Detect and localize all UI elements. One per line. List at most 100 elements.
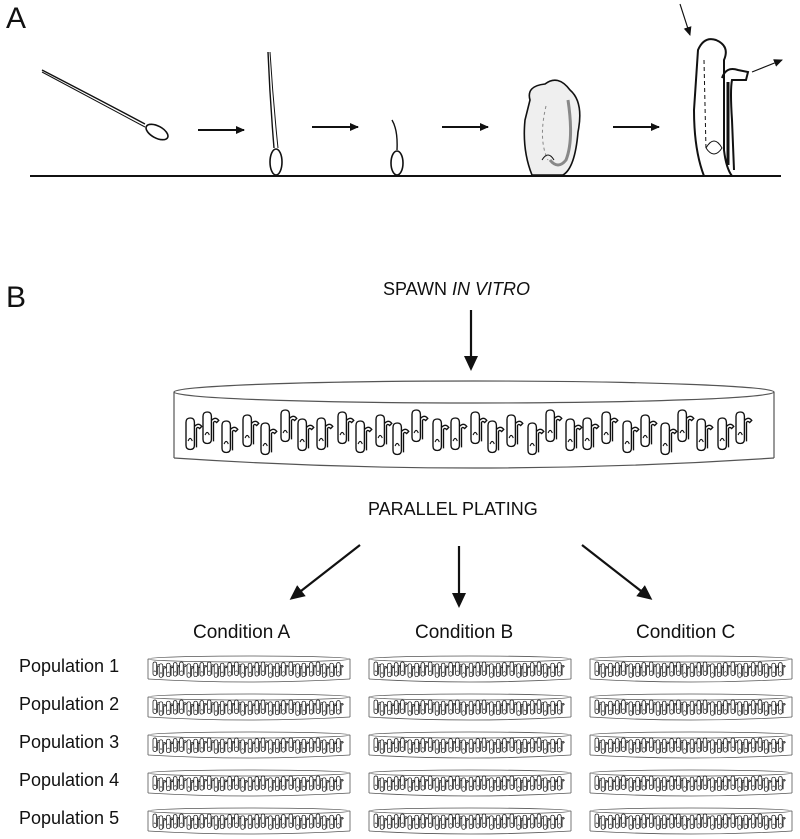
small-dish-r5-c2 <box>368 807 572 835</box>
outflow-arrow <box>751 59 783 73</box>
stage-2-settled-larva <box>267 51 283 176</box>
small-dish-r3-c3 <box>589 731 793 759</box>
juvenile-glyph <box>751 700 759 715</box>
juvenile-glyph <box>260 422 278 456</box>
juvenile-glyph <box>234 813 242 828</box>
juvenile-glyph <box>649 661 657 676</box>
juvenile-glyph <box>522 700 531 716</box>
juvenile-glyph <box>635 662 644 678</box>
juvenile-glyph <box>730 813 739 828</box>
juvenile-glyph <box>414 662 423 678</box>
condition-b-header: Condition B <box>415 622 514 643</box>
juvenile-glyph <box>268 663 276 678</box>
juvenile-glyph <box>158 739 167 754</box>
juvenile-glyph <box>288 775 297 790</box>
juvenile-glyph <box>387 700 395 716</box>
stage-1-swimming-larva <box>41 69 169 141</box>
juvenile-glyph <box>771 700 780 716</box>
juvenile-glyph <box>696 418 714 452</box>
juvenile-glyph <box>621 661 629 676</box>
population-2-label: Population 2 <box>19 694 120 714</box>
juvenile-glyph <box>414 738 423 754</box>
intake-arrow <box>679 3 692 36</box>
juvenile-glyph <box>516 739 525 754</box>
juvenile-glyph <box>455 661 463 676</box>
juvenile-glyph <box>322 739 330 754</box>
juvenile-glyph <box>281 814 289 829</box>
juvenile-glyph <box>641 776 650 791</box>
juvenile-glyph <box>527 422 545 456</box>
juvenile-glyph <box>275 662 283 678</box>
juvenile-glyph <box>247 776 256 792</box>
juvenile-glyph <box>682 815 691 830</box>
juvenile-glyph <box>757 813 766 828</box>
juvenile-glyph <box>669 814 678 829</box>
juvenile-glyph <box>608 776 616 792</box>
juvenile-glyph <box>448 776 457 791</box>
juvenile-glyph <box>660 422 678 456</box>
small-dish-r4-c3 <box>589 769 793 797</box>
juvenile-glyph <box>689 738 698 754</box>
juvenile-glyph <box>309 662 317 677</box>
juvenile-glyph <box>649 737 657 752</box>
juvenile-glyph <box>373 775 382 790</box>
juvenile-glyph <box>301 814 310 830</box>
juvenile-glyph <box>193 814 202 830</box>
juvenile-glyph <box>240 701 249 716</box>
juvenile-glyph <box>489 701 497 716</box>
panel-b-letter: B <box>6 281 27 314</box>
juvenile-glyph <box>502 814 510 829</box>
juvenile-glyph <box>254 700 263 715</box>
juvenile-glyph <box>557 738 565 753</box>
juvenile-glyph <box>227 814 236 829</box>
juvenile-glyph <box>414 776 423 792</box>
juvenile-glyph <box>757 699 766 714</box>
juvenile-glyph <box>751 814 759 829</box>
juvenile-glyph <box>268 815 276 830</box>
juvenile-glyph <box>207 699 215 714</box>
juvenile-glyph <box>743 776 752 792</box>
large-dish-juveniles <box>185 409 753 456</box>
juvenile-glyph <box>207 737 215 752</box>
juvenile-glyph <box>240 663 249 678</box>
juvenile-glyph <box>621 699 629 714</box>
juvenile-glyph <box>220 738 228 754</box>
juvenile-glyph <box>254 738 263 753</box>
juvenile-glyph <box>199 776 208 791</box>
juvenile-glyph <box>213 663 222 678</box>
juvenile-glyph <box>448 738 457 753</box>
juvenile-glyph <box>635 738 644 754</box>
juvenile-glyph <box>689 662 698 678</box>
juvenile-glyph <box>221 420 239 454</box>
juvenile-glyph <box>379 701 388 716</box>
juvenile-glyph <box>481 813 490 828</box>
dish-grid <box>147 655 793 835</box>
small-dish-r5-c1 <box>147 807 351 835</box>
juvenile-glyph <box>676 661 684 676</box>
juvenile-glyph <box>186 777 195 792</box>
juvenile-glyph <box>254 662 263 677</box>
juvenile-glyph <box>757 775 766 790</box>
juvenile-glyph <box>275 776 283 792</box>
juvenile-glyph <box>461 815 470 830</box>
juvenile-glyph <box>516 701 525 716</box>
juvenile-glyph <box>281 738 289 753</box>
juvenile-glyph <box>600 777 609 792</box>
population-5-label: Population 5 <box>19 808 120 828</box>
juvenile-glyph <box>743 814 752 830</box>
small-dish-r3-c2 <box>368 731 572 759</box>
juvenile-glyph <box>594 699 603 714</box>
juvenile-glyph <box>628 663 637 678</box>
stage-3-tail-resorbing <box>390 119 404 176</box>
juvenile-glyph <box>475 738 484 753</box>
stage-4-juvenile <box>523 79 581 176</box>
juvenile-glyph <box>281 662 289 677</box>
juvenile-glyph <box>615 776 623 791</box>
juvenile-glyph <box>489 777 497 792</box>
juvenile-glyph <box>152 661 161 676</box>
juvenile-glyph <box>737 777 746 792</box>
juvenile-glyph <box>669 700 678 715</box>
juvenile-glyph <box>608 738 616 754</box>
juvenile-glyph <box>288 699 297 714</box>
juvenile-glyph <box>600 701 609 716</box>
